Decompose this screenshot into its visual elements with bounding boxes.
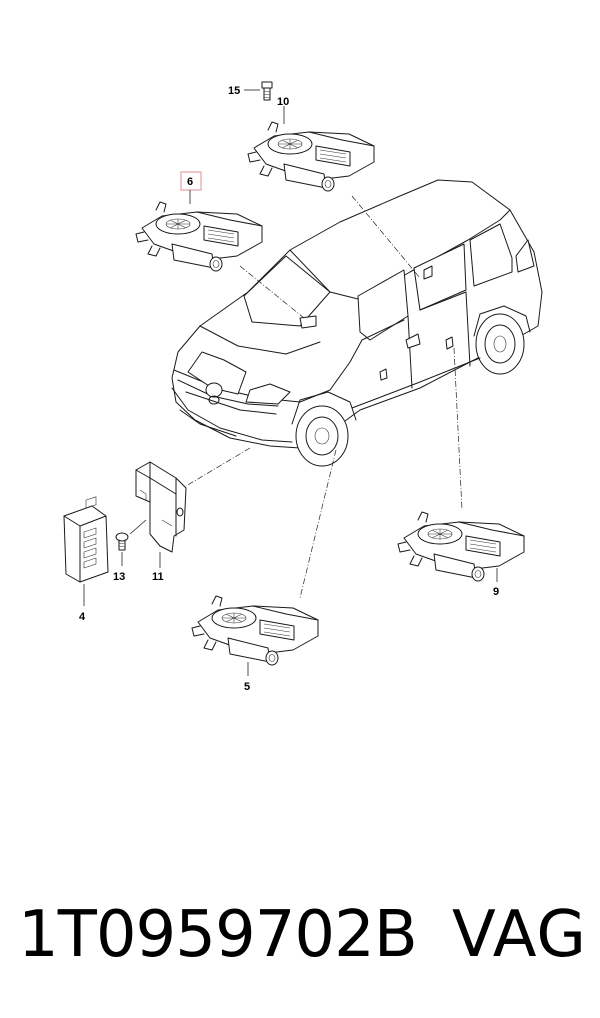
callout-15: 15	[228, 85, 240, 97]
callout-6: 6	[187, 176, 193, 188]
callout-10: 10	[277, 96, 289, 108]
callout-4: 4	[79, 611, 86, 623]
window-motor-part-5	[191, 595, 319, 666]
leader-lines	[185, 195, 463, 599]
window-motor-part-10	[247, 121, 375, 192]
callout-5: 5	[244, 681, 250, 693]
parts-diagram: 15 10 6 4 13 11	[63, 81, 543, 693]
footer: 1T0959702B VAG	[0, 880, 600, 990]
window-motor-part-9	[397, 511, 525, 582]
screw-part-13	[115, 532, 129, 551]
bracket-part-11	[135, 461, 187, 553]
window-motor-part-6	[135, 201, 263, 272]
vehicle-outline	[171, 179, 543, 467]
callout-11: 11	[152, 571, 164, 583]
brand-label: VAG	[452, 898, 587, 972]
control-unit-part-4	[63, 496, 109, 583]
callout-9: 9	[493, 586, 499, 598]
bolt-part-15	[261, 81, 273, 101]
callout-6-highlight-box	[180, 171, 202, 191]
part-number: 1T0959702B	[18, 898, 418, 972]
callout-13: 13	[113, 571, 125, 583]
